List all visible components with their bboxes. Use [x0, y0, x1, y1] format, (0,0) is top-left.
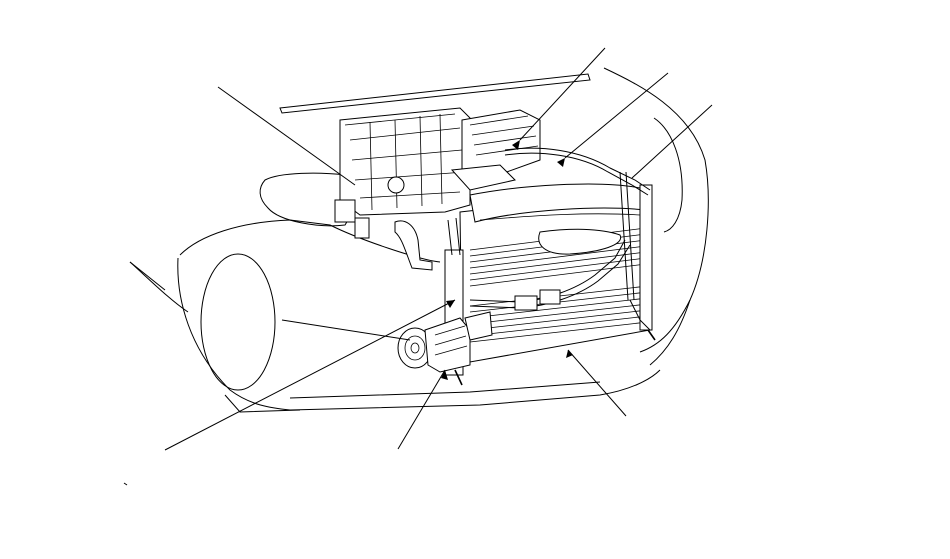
leader-evaporator-housing	[519, 47, 606, 141]
hose-coupling-2	[539, 289, 561, 305]
evaporator-housing	[450, 109, 541, 191]
liquid-line	[447, 217, 461, 256]
right-bumper	[649, 299, 691, 366]
left-fog-lamp	[200, 253, 276, 391]
arrowhead-suction-hose	[441, 370, 448, 380]
condenser-right-tank	[639, 184, 653, 331]
heater-motor	[387, 176, 405, 194]
refrigerant-lines	[447, 147, 651, 331]
stray-mark	[123, 482, 128, 486]
heater-pipe	[394, 220, 433, 271]
leader-high-pressure-line	[564, 72, 669, 159]
compressor-valve	[464, 311, 493, 341]
arrowhead-condenser	[566, 350, 573, 358]
compressor-ribs	[434, 325, 468, 356]
bumper-corner	[224, 394, 301, 413]
leader-left-side	[129, 261, 166, 291]
compressor-hub	[410, 342, 420, 354]
high-pressure-line	[504, 147, 651, 191]
headlamp	[653, 117, 683, 233]
hose-coupling-1	[514, 295, 538, 311]
arrowhead-receiver-dryer	[446, 300, 455, 308]
condenser-assembly	[444, 183, 656, 386]
arrowhead-high-pressure	[557, 158, 565, 167]
bumper-left-curve	[177, 257, 291, 411]
radiator-shroud	[538, 228, 622, 255]
evaporator-base	[450, 164, 516, 191]
arrowhead-evaporator	[512, 140, 520, 150]
heater-bracket-foot	[354, 217, 370, 239]
leader-condenser	[567, 349, 627, 417]
right-fender	[603, 67, 709, 353]
high-pressure-line-2	[504, 152, 649, 196]
body-oval	[259, 172, 361, 227]
heater-case	[339, 107, 471, 216]
compressor-body	[424, 317, 471, 373]
heater-unit	[334, 107, 471, 271]
leader-receiver-dryer	[164, 299, 456, 451]
leader-suction-hose	[397, 369, 446, 450]
receiver-line-lower	[629, 299, 651, 331]
heater-vertical-ribs	[369, 113, 443, 211]
evaporator-fins	[469, 115, 539, 156]
leader-heater-unit	[217, 86, 356, 186]
leader-lines	[129, 47, 713, 451]
receiver-line	[619, 171, 635, 301]
leader-receiver-line	[631, 104, 713, 179]
leader-compressor	[281, 319, 411, 341]
car-body	[129, 67, 709, 413]
heater-ribs	[344, 113, 466, 199]
heater-bracket-left	[334, 199, 356, 223]
bumper-lower-line	[289, 381, 601, 399]
compressor	[397, 311, 493, 373]
bumper-bottom	[289, 369, 661, 411]
hood-edge	[279, 73, 591, 114]
compressor-clutch	[404, 335, 426, 361]
condenser-mounts	[454, 329, 656, 386]
